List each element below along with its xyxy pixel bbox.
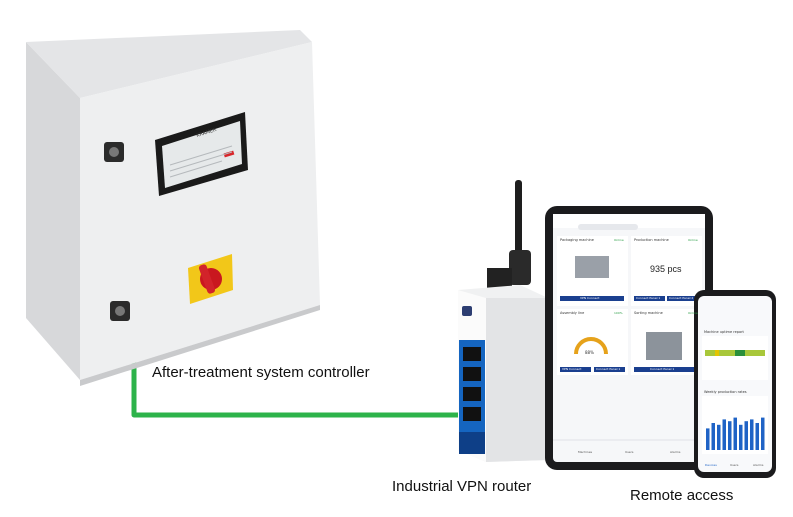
machine-image [646, 332, 682, 360]
phone-tab-alarms[interactable]: Alarms [753, 463, 764, 467]
tablet-tab-users[interactable]: Users [625, 450, 634, 454]
production-count: 935 pcs [650, 264, 682, 274]
control-cabinet [26, 30, 320, 386]
vpn-router [458, 180, 548, 462]
machine-image [575, 256, 609, 278]
tablet-card-button[interactable]: Connect Panel 1 [596, 367, 621, 371]
tablet-card-status: Online [688, 238, 698, 242]
tablet-tab-machines[interactable]: Machines [578, 450, 593, 454]
tablet-card-button[interactable]: Connect Panel 1 [636, 296, 661, 300]
tablet-card-button[interactable]: Connect Panel 2 [669, 296, 694, 300]
main-switch [188, 254, 233, 304]
hmi-panel [155, 112, 248, 196]
remote-access-label: Remote access [630, 487, 734, 504]
phone-section-production: Weekly production rates [704, 390, 747, 394]
gauge-value: 88% [585, 350, 594, 355]
tablet-card-status: 100% [614, 311, 623, 315]
tablet-card-button[interactable]: Connect Panel 1 [650, 367, 675, 371]
tablet-card-title: Production machine [634, 238, 669, 242]
phone-tab-devices[interactable]: Devices [705, 463, 717, 467]
tablet-card-title: Packaging machine [560, 238, 594, 242]
phone-device [694, 290, 776, 478]
phone-tab-users[interactable]: Users [730, 463, 739, 467]
lock-icon [110, 301, 130, 321]
brand-logo-icon [462, 306, 472, 316]
tablet-device [545, 206, 713, 470]
gauge-icon [574, 337, 608, 355]
network-cable [131, 356, 466, 418]
tablet-card-status: Online [614, 238, 624, 242]
controller-label: After-treatment system controller [152, 364, 370, 381]
antenna-icon [515, 180, 522, 255]
tablet-card-title: Sorting machine [634, 311, 663, 315]
tablet-card-button[interactable]: VPN Connect [562, 367, 582, 371]
tablet-card-status: Online [688, 311, 698, 315]
tablet-tab-alarms[interactable]: Alarms [670, 450, 681, 454]
router-label: Industrial VPN router [392, 478, 532, 495]
lock-icon [104, 142, 124, 162]
tablet-card-title: Assembly line [560, 311, 585, 315]
phone-section-uptime: Machine uptime report [704, 330, 744, 334]
tablet-card-button[interactable]: VPN Connect [580, 296, 600, 300]
